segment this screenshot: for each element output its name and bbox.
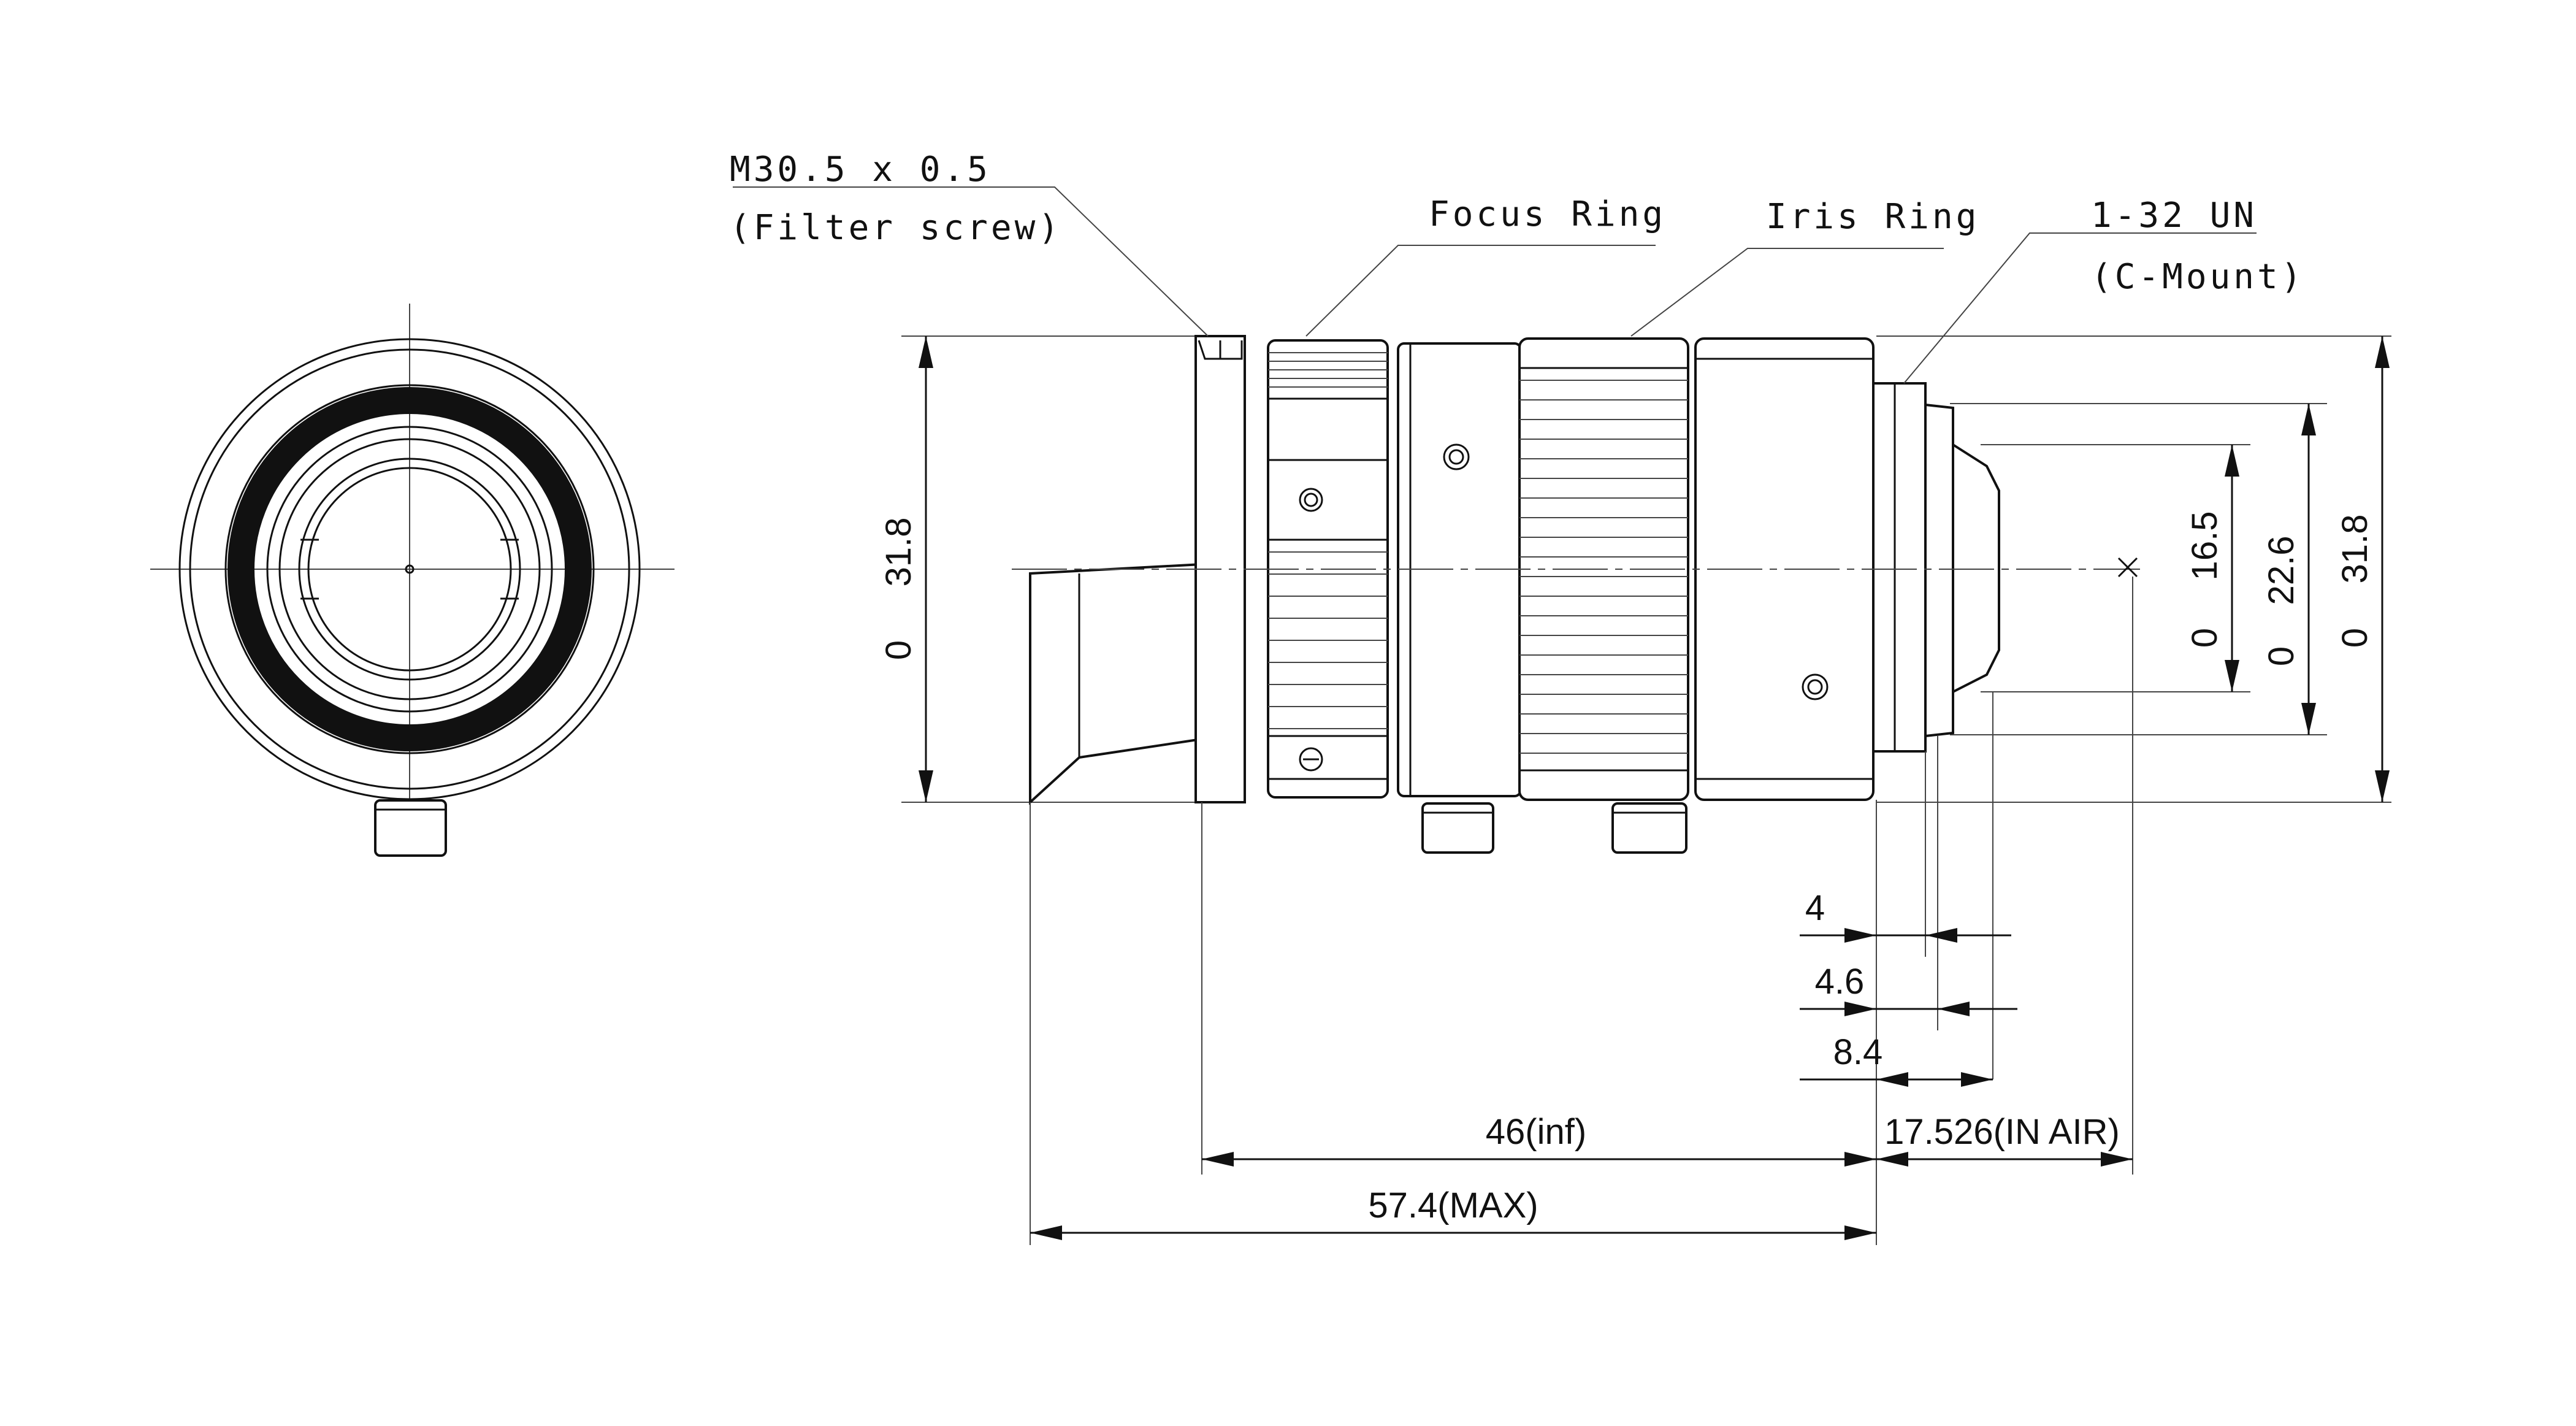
mount-sublabel: (C-Mount) (2091, 257, 2304, 297)
mount-label: 1-32 UN (2091, 196, 2257, 236)
d3-diameter-symbol: 0 (2335, 628, 2375, 648)
iris-ring-label: Iris Ring (1766, 197, 1979, 237)
callout-leaders (733, 186, 2257, 384)
filter-screw-label: M30.5 x 0.5 (730, 150, 991, 190)
left-diameter-value: 31.8 (879, 518, 919, 587)
focus-ring-label: Focus Ring (1429, 194, 1666, 234)
d1-diameter-value: 16.5 (2185, 512, 2225, 581)
side-view (901, 335, 2391, 854)
d2-diameter-value: 22.6 (2261, 536, 2301, 605)
d2-diameter-symbol: 0 (2261, 646, 2301, 666)
d1-diameter-symbol: 0 (2185, 628, 2225, 648)
diameter-dimensions (919, 336, 2390, 802)
length-4-6: 4.6 (1815, 962, 1865, 1002)
d3-diameter-value: 31.8 (2335, 515, 2375, 584)
filter-screw-sublabel: (Filter screw) (730, 208, 1062, 248)
length-inf: 46(inf) (1486, 1112, 1586, 1152)
length-dimensions (1030, 577, 2133, 1245)
front-view (150, 304, 675, 857)
length-8-4: 8.4 (1833, 1032, 1883, 1072)
flange-back-distance: 17.526(IN AIR) (1884, 1112, 2120, 1152)
length-4: 4 (1805, 888, 1825, 928)
left-diameter-symbol: 0 (879, 640, 919, 660)
iris-ring[interactable] (1518, 337, 1689, 854)
length-max: 57.4(MAX) (1368, 1186, 1538, 1225)
